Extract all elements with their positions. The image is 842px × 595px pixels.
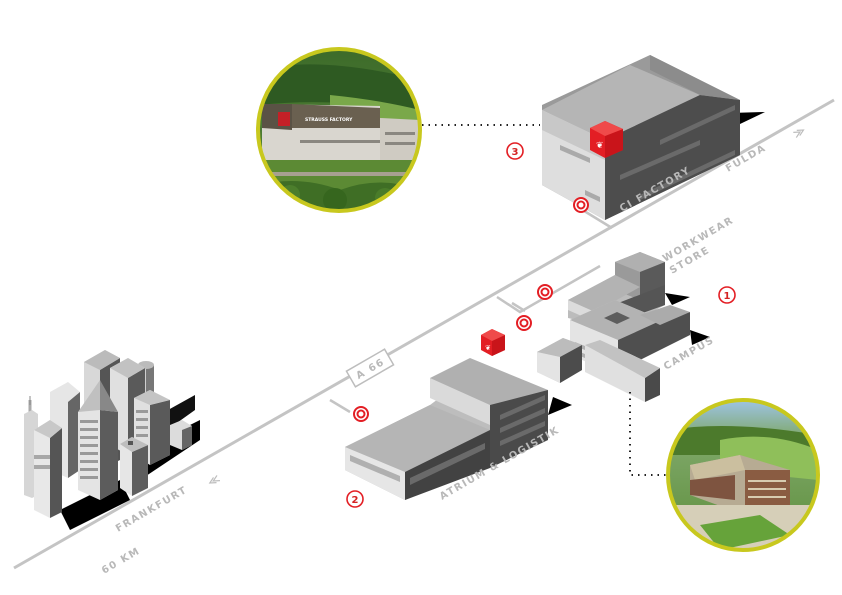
svg-text:1: 1 [724, 291, 731, 302]
eagle-logo-icon: ❦ [485, 344, 491, 352]
location-marker-ci-factory[interactable] [573, 197, 589, 213]
highway-sign: A 66 [345, 348, 395, 388]
photo-ci-factory[interactable]: STRAUSS FACTORY [256, 47, 422, 213]
photo-sign-text: STRAUSS FACTORY [305, 117, 353, 123]
branch-road-atrium [329, 398, 351, 414]
building-number-3: 3 [506, 142, 524, 160]
location-marker-campus[interactable] [516, 315, 532, 331]
building-campus [537, 252, 710, 402]
photo-campus[interactable] [666, 398, 820, 552]
logo-cube-atrium: ❦ [481, 329, 505, 356]
location-marker-atrium[interactable] [353, 406, 369, 422]
double-chevron-right-icon [793, 129, 805, 138]
double-chevron-left-icon [208, 475, 221, 484]
building-ci-factory: ❦ [542, 55, 765, 220]
building-atrium-logistik: ❦ [345, 329, 572, 500]
svg-text:3: 3 [512, 147, 519, 158]
eagle-logo-icon: ❦ [596, 141, 604, 151]
logo-cube-ci-factory: ❦ [590, 121, 623, 158]
photo-frame-ring [256, 47, 422, 213]
photo-logo-sign [278, 112, 290, 126]
connector-campus [629, 392, 668, 476]
building-number-2: 2 [346, 490, 364, 508]
city-skyline-illustration [24, 350, 200, 530]
svg-text:2: 2 [352, 495, 359, 506]
branch-road-campus [496, 264, 601, 314]
location-marker-workwear[interactable] [537, 284, 553, 300]
photo-frame-ring [666, 398, 820, 552]
building-number-1: 1 [718, 286, 736, 304]
distance-label: 60 KM [100, 546, 142, 577]
